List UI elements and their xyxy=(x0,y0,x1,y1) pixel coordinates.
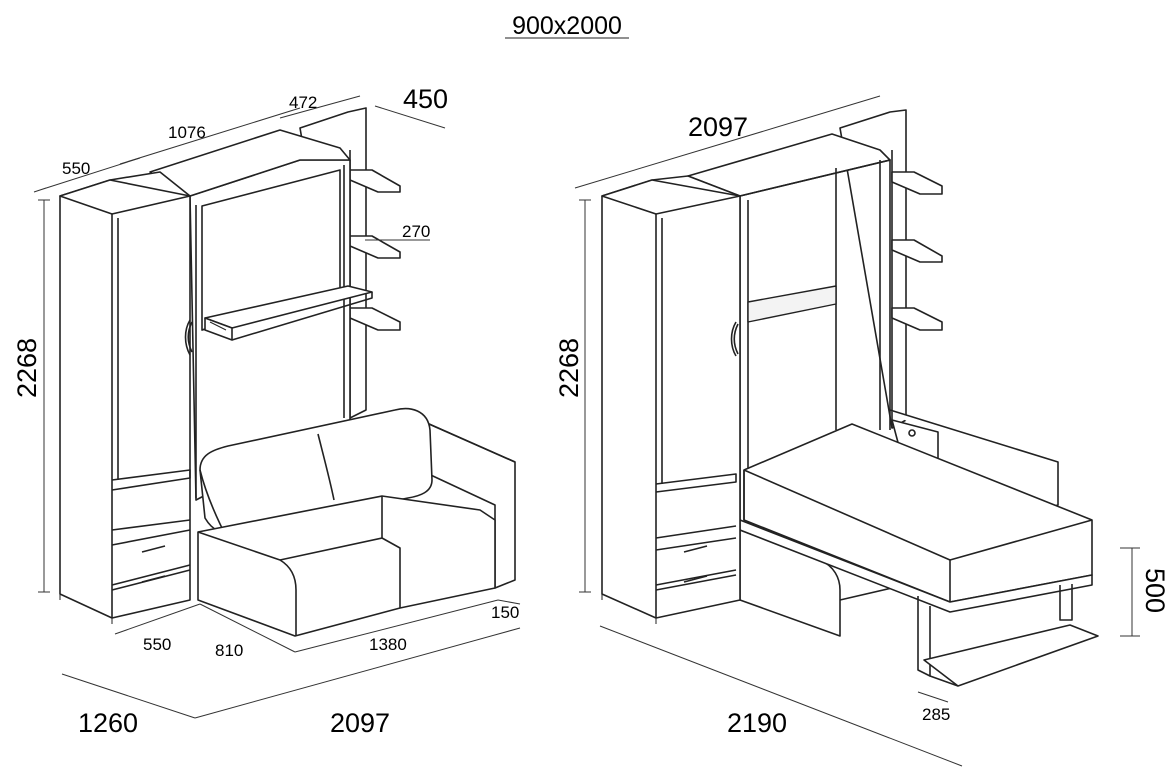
left-drawer-handle-2 xyxy=(141,575,166,583)
right-view: 2097 2268 500 285 2190 xyxy=(554,95,1170,767)
right-dim-285: 285 xyxy=(922,705,950,724)
left-dim-550-bottom: 550 xyxy=(143,635,171,654)
right-dim-2190: 2190 xyxy=(727,708,787,738)
title-group: 900x2000 xyxy=(505,12,629,40)
right-drawer-handle-2 xyxy=(683,575,708,583)
right-bed-cabinet xyxy=(687,133,891,540)
left-dim-450: 450 xyxy=(403,84,448,114)
left-sofa xyxy=(197,407,516,637)
left-dim-1260: 1260 xyxy=(78,708,138,738)
right-door-handle xyxy=(730,321,739,357)
left-dim-472: 472 xyxy=(289,93,317,112)
left-dim-2097: 2097 xyxy=(330,708,390,738)
right-bed xyxy=(739,423,1099,687)
left-bed-cabinet xyxy=(149,129,373,501)
right-drawer-handle-1 xyxy=(683,545,708,553)
left-door-handle xyxy=(184,319,193,356)
left-dim-810: 810 xyxy=(215,641,243,660)
left-dim-150: 150 xyxy=(491,603,519,622)
left-view: 550 1076 472 450 270 2268 550 810 1380 1… xyxy=(12,84,521,738)
left-dimension-lines xyxy=(33,95,521,719)
right-dim-2097: 2097 xyxy=(688,112,748,142)
left-dim-1380: 1380 xyxy=(369,635,407,654)
left-dim-2268: 2268 xyxy=(12,338,42,398)
right-dim-2268: 2268 xyxy=(554,338,584,398)
left-dim-270: 270 xyxy=(402,222,430,241)
right-wardrobe xyxy=(601,175,741,624)
right-shelves xyxy=(891,171,943,331)
left-dim-550-top: 550 xyxy=(62,159,90,178)
diagram-title: 900x2000 xyxy=(512,12,622,40)
right-dim-500: 500 xyxy=(1140,568,1170,613)
left-wardrobe xyxy=(59,171,193,624)
left-dim-1076: 1076 xyxy=(168,123,206,142)
left-drawer-handle-1 xyxy=(141,545,166,553)
right-dimension-lines xyxy=(574,95,1140,767)
